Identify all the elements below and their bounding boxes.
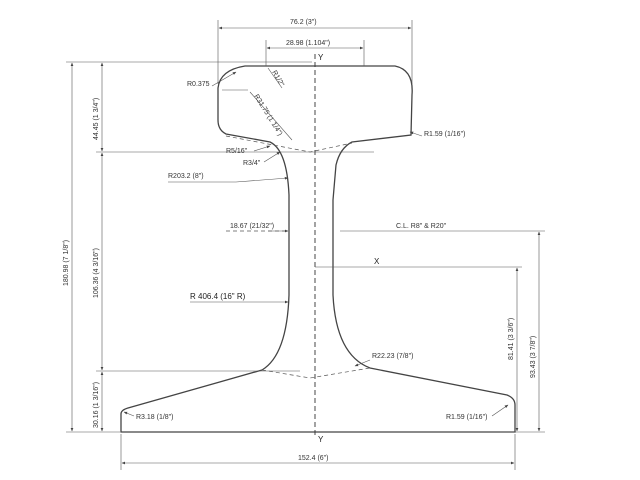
radius-callouts: R0.375 R1/2" R31.75 (1 1/4") R1.59 (1/16…: [123, 67, 509, 421]
x-label: X: [374, 257, 380, 266]
r318-label: R3.18 (1/8"): [136, 414, 174, 421]
web-thickness-dim: 18.67 (21/32") C.L. R8" & R20": [226, 223, 447, 233]
r-half-label: R1/2": [270, 70, 285, 89]
web-height-label: 106.36 (4 3/16"): [93, 248, 100, 298]
base-hidden-line: [261, 367, 371, 379]
x-axis-height-label: 93.43 (3 7/8"): [530, 336, 537, 378]
rail-outline-path: [120, 65, 516, 433]
left-height-dims: 180.98 (7 1/8") 44.45 (1 3/4") 106.36 (4…: [63, 61, 374, 433]
y-label-bottom: Y: [318, 435, 324, 444]
r159-base-label: R1.59 (1/16"): [446, 414, 487, 421]
base-width-label: 152.4 (6"): [298, 455, 329, 462]
top-width-dim: 28.98 (1.104"): [265, 40, 365, 66]
centerline-note: C.L. R8" & R20": [396, 223, 447, 230]
r2223-label: R22.23 (7/8"): [372, 353, 413, 360]
y-label-top: Y: [318, 53, 324, 62]
centroid-height-label: 81.41 (3 3/6"): [508, 318, 515, 360]
r0375-label: R0.375: [187, 81, 210, 88]
base-height-label: 30.16 (1 3/16"): [93, 382, 100, 428]
head-width-label: 76.2 (3"): [290, 19, 317, 26]
r-head-right-label: R1.59 (1/16"): [424, 131, 465, 138]
head-height-label: 44.45 (1 3/4"): [93, 98, 100, 140]
right-height-dims: 93.43 (3 7/8") 81.41 (3 3/6"): [340, 230, 545, 433]
r5-16-label: R5/16": [226, 148, 248, 155]
web-thickness-label: 18.67 (21/32"): [230, 223, 274, 230]
r3-4-label: R3/4": [243, 160, 261, 167]
total-height-label: 180.98 (7 1/8"): [63, 240, 70, 286]
r2032-label: R203.2 (8"): [168, 173, 204, 180]
head-width-dim: 76.2 (3"): [217, 19, 413, 84]
top-width-label: 28.98 (1.104"): [286, 40, 330, 47]
r4064-label: R 406.4 (16" R): [190, 292, 246, 301]
base-width-dim: 152.4 (6"): [120, 434, 516, 470]
rail-profile: [120, 65, 516, 433]
